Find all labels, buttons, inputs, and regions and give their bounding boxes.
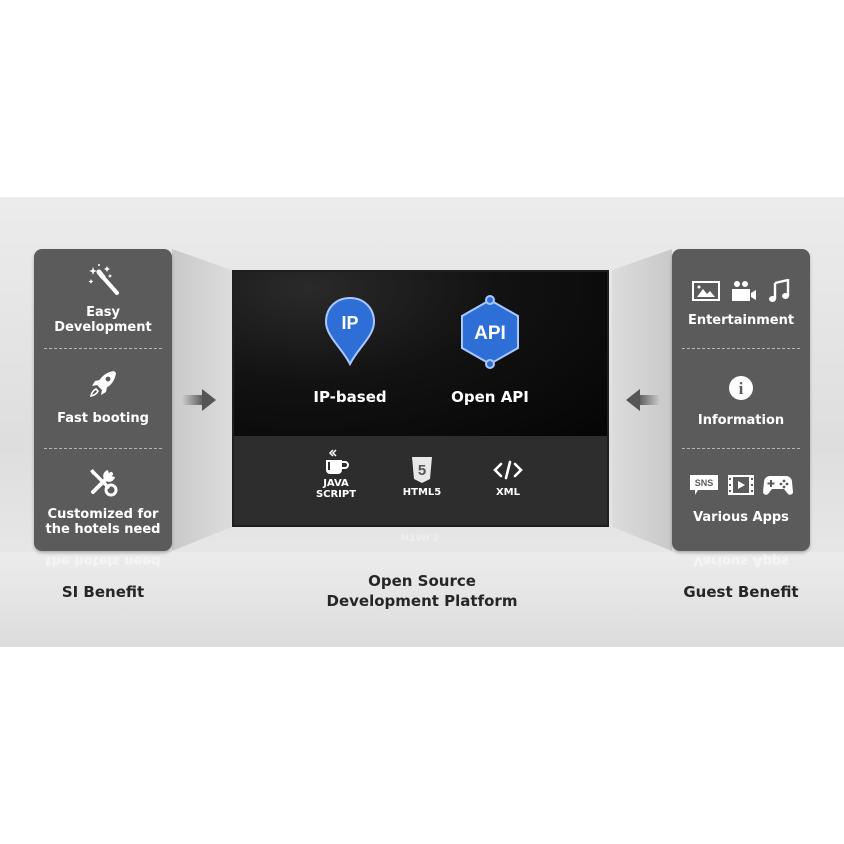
tools-icon xyxy=(90,469,118,497)
caption-line2: Development Platform xyxy=(326,592,518,610)
rocket-icon xyxy=(89,371,116,398)
ip-icon-text: IP xyxy=(341,313,358,333)
image-icon xyxy=(692,281,720,301)
left-panel-reflection: the hotels need xyxy=(34,553,172,568)
open-api-label: Open API xyxy=(451,388,529,406)
xml-item: XML xyxy=(478,460,538,498)
film-play-icon xyxy=(728,475,754,495)
reflection-text: the hotels need xyxy=(45,553,161,568)
customized-label-line2: the hotels need xyxy=(45,522,161,537)
si-benefit-panel: Easy Development Fast booting Customized… xyxy=(34,249,172,551)
tv-screen: IP IP-based API Open API JAVA SCRIPT 5 xyxy=(232,270,609,527)
sns-bubble-icon: SNS xyxy=(690,475,718,495)
easy-label-line1: Easy xyxy=(86,305,120,320)
customized-label-line1: Customized for xyxy=(47,507,159,522)
divider xyxy=(682,348,800,349)
right-panel-reflection: Various Apps xyxy=(672,553,810,568)
code-tag-icon xyxy=(493,460,523,480)
divider xyxy=(44,348,162,349)
reflection-text: HTML5 xyxy=(400,531,440,542)
platform-caption: Open Source Development Platform xyxy=(292,571,552,611)
html5-icon-text: 5 xyxy=(418,462,426,479)
info-icon-text: i xyxy=(739,379,744,398)
info-icon: i xyxy=(729,376,753,400)
html5-shield-icon: 5 xyxy=(412,457,432,483)
ip-based-label: IP-based xyxy=(313,388,387,406)
si-benefit-title: SI Benefit xyxy=(61,583,145,601)
caption-line1: Open Source xyxy=(368,572,476,590)
xml-label: XML xyxy=(495,487,521,498)
arrow-left-icon xyxy=(626,389,660,411)
divider xyxy=(44,448,162,449)
easy-label-line2: Development xyxy=(54,320,152,335)
music-note-icon xyxy=(769,279,790,302)
javascript-label-line2: SCRIPT xyxy=(315,489,357,500)
various-apps-label: Various Apps xyxy=(693,510,789,525)
gamepad-icon xyxy=(763,476,793,495)
arrow-right-icon xyxy=(182,389,216,411)
customized-item: Customized for the hotels need xyxy=(34,465,172,537)
fast-booting-label: Fast booting xyxy=(57,411,149,426)
javascript-item: JAVA SCRIPT xyxy=(306,448,366,500)
information-item: i Information xyxy=(672,375,810,428)
screen-technologies-area: JAVA SCRIPT 5 HTML5 XML xyxy=(234,436,607,525)
entertainment-item: Entertainment xyxy=(672,279,810,328)
reflection-text: Various Apps xyxy=(693,553,789,568)
ip-pin-icon: IP xyxy=(324,296,376,366)
html5-label: HTML5 xyxy=(402,487,442,498)
easy-development-item: Easy Development xyxy=(34,261,172,335)
guest-benefit-panel: Entertainment i Information SNS xyxy=(672,249,810,551)
api-hexagon-icon: API xyxy=(461,295,519,369)
sns-icon-text: SNS xyxy=(695,478,714,488)
floor-reflection xyxy=(0,552,844,647)
information-label: Information xyxy=(697,413,785,428)
fast-booting-item: Fast booting xyxy=(34,367,172,426)
javascript-label-line1: JAVA xyxy=(323,478,349,489)
video-camera-icon xyxy=(732,281,756,301)
html5-item: 5 HTML5 xyxy=(392,456,452,498)
guest-benefit-title: Guest Benefit xyxy=(683,583,799,601)
entertainment-label: Entertainment xyxy=(687,313,795,328)
coffee-cup-icon xyxy=(326,449,349,474)
magic-wand-icon xyxy=(88,264,119,295)
various-apps-item: SNS Various Apps xyxy=(672,474,810,525)
api-icon-text: API xyxy=(474,323,506,344)
screen-reflection: HTML5 xyxy=(300,531,540,542)
screen-features-area: IP IP-based API Open API xyxy=(234,272,607,436)
divider xyxy=(682,448,800,449)
